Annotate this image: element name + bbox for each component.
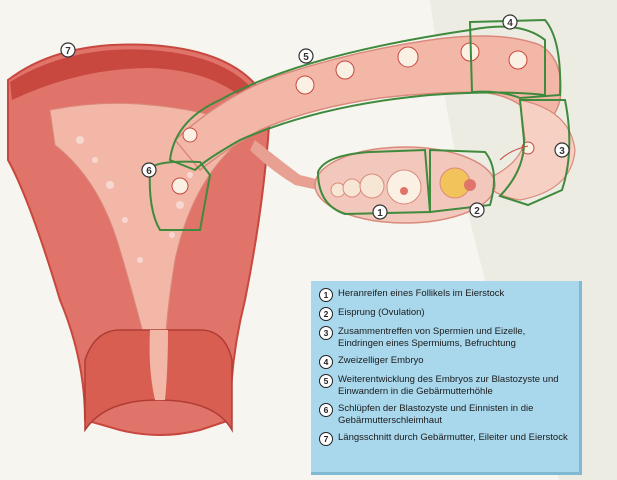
outline-region-1	[316, 148, 432, 216]
outline-region-6	[148, 160, 212, 231]
svg-text:3: 3	[559, 146, 565, 157]
svg-text:4: 4	[507, 18, 513, 29]
legend-number: 5	[319, 374, 333, 388]
marker-2: 2	[469, 202, 485, 218]
legend-text: Zweizelliger Embryo	[338, 355, 424, 366]
legend-item-4: 4 Zweizelliger Embryo	[319, 355, 571, 369]
legend-item-6: 6 Schlüpfen der Blastozyste und Einniste…	[319, 403, 571, 427]
legend-text: Weiterentwicklung des Embryos zur Blasto…	[338, 374, 559, 397]
ovarian-ligament	[250, 140, 320, 190]
uterine-cavity	[49, 102, 241, 361]
embryo-stages	[171, 42, 535, 195]
stage-outlines	[148, 18, 571, 231]
marker-1: 1	[372, 204, 388, 220]
legend-item-3: 3 Zusammentreffen von Spermien und Eizel…	[319, 326, 571, 350]
legend-number: 7	[319, 432, 333, 446]
sperm-trace	[499, 145, 529, 161]
legend-text: Längsschnitt durch Gebärmutter, Eileiter…	[338, 432, 568, 443]
legend-box: 1 Heranreifen eines Follikels im Eiersto…	[311, 281, 582, 475]
marker-7: 7	[60, 42, 76, 58]
svg-text:5: 5	[303, 52, 309, 63]
outline-region-2	[429, 148, 495, 214]
marker-4: 4	[502, 14, 518, 30]
legend-number: 2	[319, 307, 333, 321]
outline-region-5	[168, 25, 546, 172]
legend-item-7: 7 Längsschnitt durch Gebärmutter, Eileit…	[319, 432, 571, 446]
legend-item-2: 2 Eisprung (Ovulation)	[319, 307, 571, 321]
follicles	[330, 167, 476, 205]
legend-item-5: 5 Weiterentwicklung des Embryos zur Blas…	[319, 374, 571, 398]
cervical-canal	[149, 330, 168, 400]
marker-5: 5	[298, 48, 314, 64]
legend-text: Eisprung (Ovulation)	[338, 307, 425, 318]
outline-region-3	[498, 99, 571, 207]
legend-number: 1	[319, 288, 333, 302]
marker-6: 6	[141, 162, 157, 178]
legend-text: Heranreifen eines Follikels im Eierstock	[338, 288, 505, 299]
svg-text:2: 2	[474, 206, 480, 217]
legend-text: Zusammentreffen von Spermien und Eizelle…	[338, 326, 526, 349]
legend-text: Schlüpfen der Blastozyste und Einnisten …	[338, 403, 534, 426]
svg-text:1: 1	[377, 208, 383, 219]
marker-3: 3	[554, 142, 570, 158]
fallopian-tube	[173, 35, 562, 172]
legend-item-1: 1 Heranreifen eines Follikels im Eiersto…	[319, 288, 571, 302]
svg-text:6: 6	[146, 166, 152, 177]
outline-region-4	[468, 18, 562, 100]
uterus-fundus-muscle	[10, 49, 255, 100]
legend-number: 4	[319, 355, 333, 369]
legend-number: 6	[319, 403, 333, 417]
svg-text:7: 7	[65, 46, 71, 57]
legend-number: 3	[319, 326, 333, 340]
